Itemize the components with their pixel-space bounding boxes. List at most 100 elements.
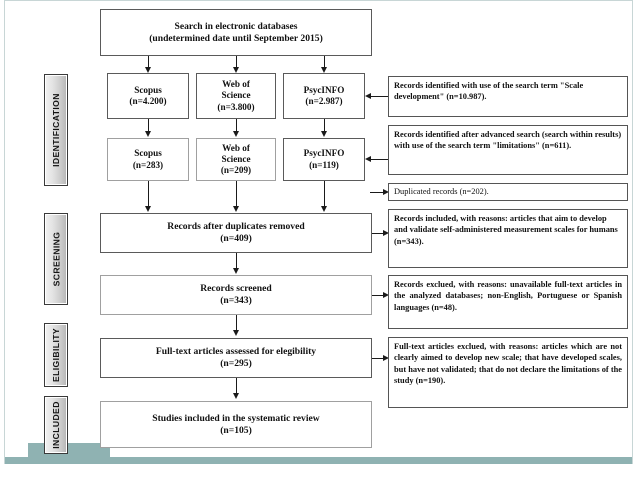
connector-wos1-to-wos2 <box>236 119 237 132</box>
arrowhead-wos1-to-wos2 <box>233 131 239 137</box>
connector-wos2-to-after-duplicates <box>236 181 237 207</box>
search-header-line2: (undetermined date until September 2015) <box>105 33 367 45</box>
note-text-pre: Records identified with use of the searc… <box>394 81 560 90</box>
note-box-scale-development: Records identified with use of the searc… <box>388 76 628 117</box>
connector-to-note-included-reasons <box>372 233 384 234</box>
search-header-line1: Search in electronic databases <box>174 20 298 32</box>
arrowhead-to-note-duplicated <box>383 188 389 195</box>
stage-label-eligibility: ELIGIBILITY <box>44 323 68 387</box>
arrowhead-header-to-psycinfo1 <box>321 67 327 73</box>
search-header-date: September 2015 <box>253 32 320 44</box>
arrowhead-after-duplicates-to-screened <box>233 268 239 274</box>
note-text-bold: "Scale development" <box>394 81 584 102</box>
database-count: (n=2.987) <box>305 96 343 106</box>
database-name-2: Science <box>221 90 251 101</box>
flow-box-after-duplicates: Records after duplicates removed (n=409) <box>100 213 372 253</box>
arrowhead-wos2-to-after-duplicates <box>233 206 239 212</box>
database-box-web-of-science-refined: Web of Science (n=209) <box>196 138 276 181</box>
database-name: PsycINFO <box>303 84 345 95</box>
note-box-limitations: Records identified after advanced search… <box>388 125 628 175</box>
arrowhead-full-text-to-included <box>233 393 239 399</box>
database-count: (n=119) <box>309 159 339 170</box>
arrowhead-note-scale-development <box>365 92 371 99</box>
flow-box-count: (n=409) <box>220 233 252 244</box>
flow-box-records-screened: Records screened (n=343) <box>100 275 372 315</box>
connector-screened-to-full-text <box>236 315 237 331</box>
stage-label-eligibility-text: ELIGIBILITY <box>51 327 61 383</box>
flow-box-full-text-assessed: Full-text articles assessed for elegibil… <box>100 338 372 378</box>
database-count: (n=4.200) <box>129 96 167 106</box>
connector-to-note-fulltext-excluded <box>372 358 384 359</box>
arrowhead-psycinfo2-to-after-duplicates <box>321 206 327 212</box>
connector-full-text-to-included <box>236 378 237 394</box>
database-name: Web of <box>222 79 250 90</box>
search-header-line2-prefix: (undetermined date until <box>149 32 254 44</box>
slide-bottom-accent-bar <box>5 457 632 464</box>
arrowhead-header-to-wos1 <box>233 67 239 73</box>
note-text-pre: Duplicated records (n=202). <box>394 187 489 197</box>
stage-label-included: INCLUDED <box>44 396 68 454</box>
database-name: Scopus <box>134 84 162 95</box>
connector-to-note-duplicated <box>370 192 384 193</box>
connector-header-to-scopus1 <box>148 56 149 68</box>
connector-scopus1-to-scopus2 <box>148 119 149 132</box>
stage-label-screening: SCREENING <box>44 213 68 305</box>
arrowhead-scopus1-to-scopus2 <box>145 131 151 137</box>
flow-box-title: Studies included in the systematic revie… <box>152 412 320 424</box>
search-header-box: Search in electronic databases (undeterm… <box>100 9 372 56</box>
note-text-post: (n=611). <box>539 141 572 151</box>
connector-header-to-psycinfo1 <box>324 56 325 68</box>
stage-label-screening-text: SCREENING <box>51 231 62 287</box>
stage-label-included-text: INCLUDED <box>51 401 62 449</box>
slide-corner-accent-block <box>28 443 110 464</box>
connector-psycinfo2-to-after-duplicates <box>324 181 325 207</box>
arrowhead-scopus2-to-after-duplicates <box>145 206 151 212</box>
flow-box-title: Full-text articles assessed for elegibil… <box>155 346 317 358</box>
database-box-scopus-initial: Scopus (n=4.200) <box>107 73 189 119</box>
database-count: (n=283) <box>132 159 164 170</box>
flow-box-count: (n=105) <box>220 424 252 436</box>
database-count: (n=209) <box>220 165 252 176</box>
note-box-fulltext-excluded: Full-text articles exclued, with reasons… <box>388 337 628 408</box>
database-name-2: Science <box>221 153 251 164</box>
arrowhead-header-to-scopus1 <box>145 67 151 73</box>
connector-psycinfo1-to-psycinfo2 <box>324 119 325 132</box>
connector-note-scale-development <box>371 96 389 97</box>
database-box-scopus-refined: Scopus (n=283) <box>107 138 189 181</box>
arrowhead-to-note-excluded-reasons <box>383 291 389 298</box>
note-text-pre: Records identified after advanced search… <box>394 130 622 151</box>
connector-after-duplicates-to-screened <box>236 253 237 269</box>
stage-label-identification: IDENTIFICATION <box>44 74 68 186</box>
arrowhead-psycinfo1-to-psycinfo2 <box>321 131 327 137</box>
database-box-psycinfo-refined: PsycINFO (n=119) <box>283 138 365 181</box>
connector-to-note-excluded-reasons <box>372 295 384 296</box>
database-box-psycinfo-initial: PsycINFO (n=2.987) <box>283 73 365 119</box>
database-count: (n=3.800) <box>217 101 255 112</box>
note-text-pre: Records exclued, with reasons: unavailab… <box>394 280 622 312</box>
connector-header-to-wos1 <box>236 56 237 68</box>
note-text-pre: Full-text articles exclued, with reasons… <box>394 342 622 386</box>
note-box-excluded-reasons: Records exclued, with reasons: unavailab… <box>388 275 628 329</box>
flow-box-studies-included: Studies included in the systematic revie… <box>100 401 372 448</box>
database-name: Scopus <box>134 148 162 159</box>
connector-note-limitations <box>371 159 389 160</box>
note-text-post: (n=10.987). <box>444 92 487 102</box>
note-text-bold: "limitations" <box>492 141 540 151</box>
arrowhead-to-note-fulltext-excluded <box>383 354 389 361</box>
flow-box-title: Records screened <box>200 283 272 295</box>
database-box-web-of-science-initial: Web of Science (n=3.800) <box>196 73 276 119</box>
arrowhead-to-note-included-reasons <box>383 229 389 236</box>
database-name: Web of <box>222 142 250 153</box>
database-name: PsycINFO <box>303 148 345 159</box>
note-box-duplicated-records: Duplicated records (n=202). <box>388 183 628 201</box>
note-text-pre: Records included, with reasons: articles… <box>394 214 618 246</box>
stage-label-identification-text: IDENTIFICATION <box>51 93 61 167</box>
search-header-line2-suffix: ) <box>319 32 323 44</box>
flow-box-count: (n=295) <box>220 358 252 369</box>
flow-box-count: (n=343) <box>220 295 252 306</box>
flow-box-title: Records after duplicates removed <box>167 221 305 233</box>
connector-scopus2-to-after-duplicates <box>148 181 149 207</box>
note-box-included-reasons: Records included, with reasons: articles… <box>388 209 628 268</box>
arrowhead-note-limitations <box>365 155 371 162</box>
